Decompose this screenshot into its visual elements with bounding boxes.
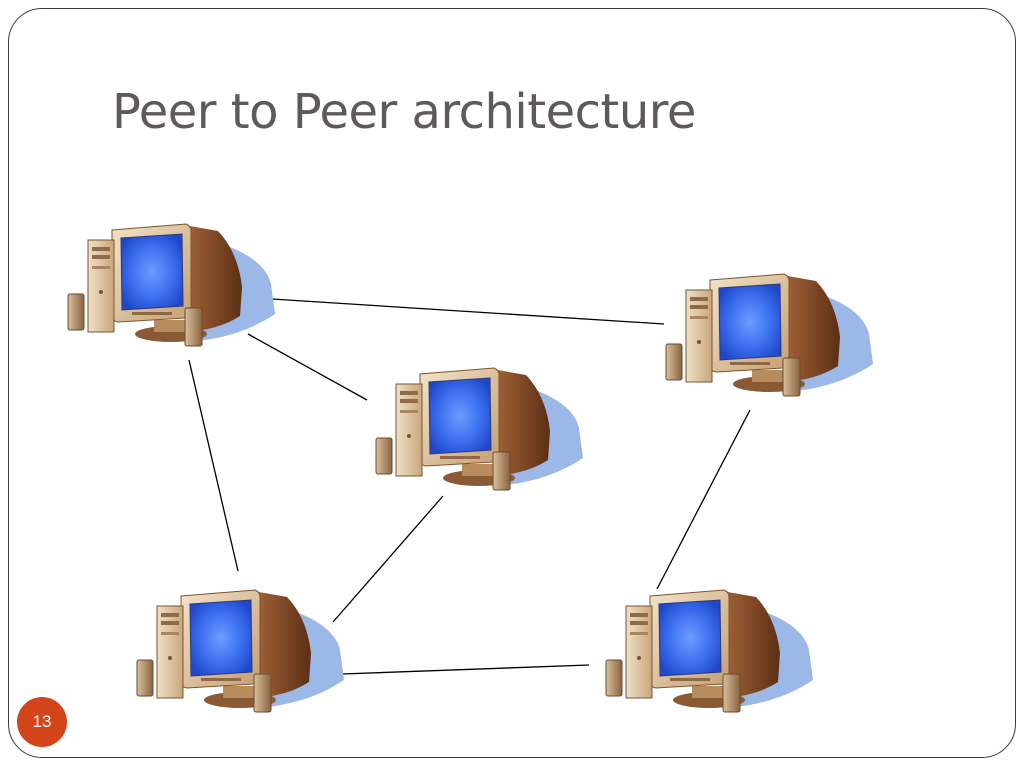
peer-bottom-left	[136, 589, 344, 713]
peer-top-right	[665, 273, 873, 397]
connector-peer-top-right-to-peer-bottom-right	[656, 409, 751, 590]
peer-center	[375, 367, 583, 491]
peer-bottom-right	[605, 589, 813, 713]
connector-peer-bottom-left-to-peer-bottom-right	[341, 664, 590, 675]
connector-peer-top-left-to-peer-center	[247, 333, 368, 401]
connector-peer-top-left-to-peer-top-right	[255, 297, 665, 325]
slide-title: Peer to Peer architecture	[112, 84, 696, 140]
connector-peer-center-to-peer-bottom-left	[332, 495, 444, 623]
connector-peer-top-left-to-peer-bottom-left	[188, 359, 239, 572]
desktop-computer-icon	[67, 223, 275, 347]
desktop-computer-icon	[136, 589, 344, 713]
desktop-computer-icon	[605, 589, 813, 713]
peer-top-left	[67, 223, 275, 347]
desktop-computer-icon	[665, 273, 873, 397]
connector-lines	[188, 297, 751, 675]
computer-nodes	[67, 223, 873, 713]
desktop-computer-icon	[375, 367, 583, 491]
page-number-badge: 13	[17, 697, 67, 747]
